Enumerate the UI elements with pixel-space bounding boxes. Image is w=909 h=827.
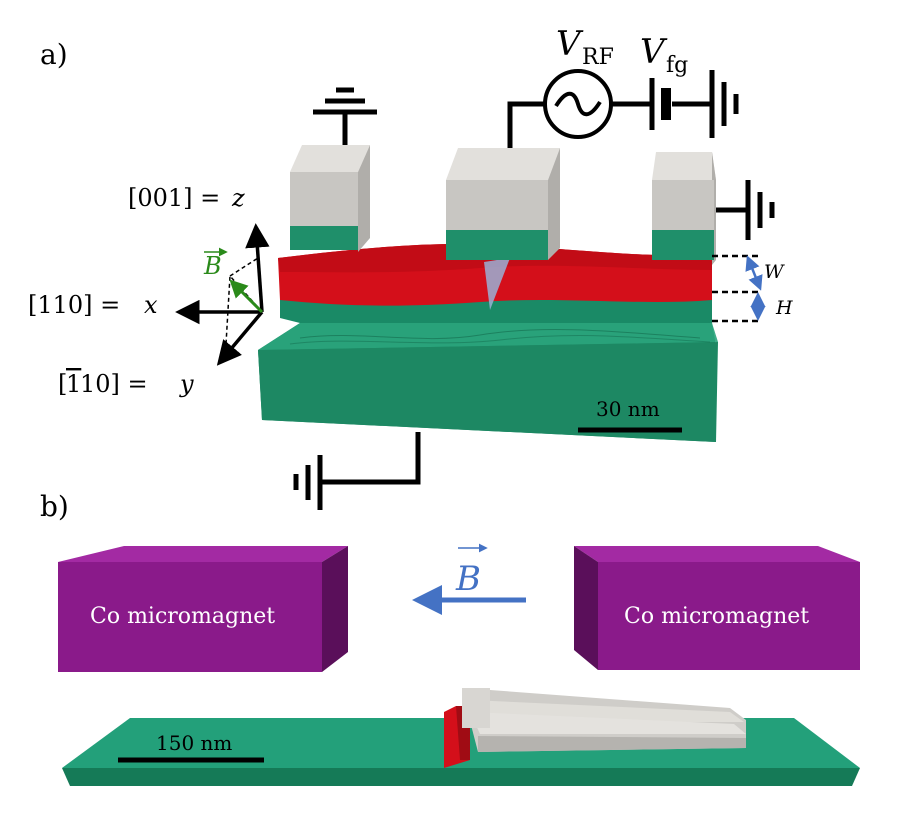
rf-source-symbol <box>543 69 613 139</box>
quantum-dot <box>484 258 510 310</box>
axis-y-var: y <box>179 370 194 398</box>
fg-battery-symbol <box>649 78 671 130</box>
gate-fingers-b <box>462 688 746 752</box>
rf-wire <box>507 101 712 148</box>
micromagnet-left-label: Co micromagnet <box>90 604 275 629</box>
w-dimension-arrow <box>745 255 763 291</box>
substrate-block <box>258 323 718 442</box>
ground-top-left <box>313 87 377 145</box>
field-vector-a-label: B <box>203 252 222 280</box>
gate-left <box>290 145 370 252</box>
axis-x-label: [110] = <box>28 291 120 319</box>
micromagnet-right-label: Co micromagnet <box>624 604 809 629</box>
scale-bar-a-label: 30 nm <box>596 397 660 421</box>
micromagnet-right <box>574 546 860 670</box>
gate-right <box>652 152 716 265</box>
scale-bar-b-label: 150 nm <box>156 731 232 755</box>
field-vector-b-label: B <box>455 559 481 599</box>
dimension-lines <box>712 254 758 323</box>
vfg-subscript: fg <box>666 53 688 78</box>
height-label: H <box>775 297 793 319</box>
axis-y-bar-digit: 1 <box>66 370 81 398</box>
ground-top-right <box>709 70 739 138</box>
ground-right <box>716 180 775 240</box>
panel-a-label: a) <box>40 38 68 71</box>
vrf-label: V <box>556 24 584 64</box>
vrf-subscript: RF <box>582 45 614 70</box>
axis-z-var: z <box>231 184 245 212</box>
axis-y-open: [ <box>58 370 67 398</box>
vfg-label: V <box>640 32 668 72</box>
crystal-axes <box>175 223 270 366</box>
axis-z-label: [001] = <box>128 184 220 212</box>
gate-center <box>446 148 560 260</box>
ground-bottom <box>293 432 421 510</box>
micromagnet-left <box>58 546 348 672</box>
axis-y-label: 10] = <box>80 370 148 398</box>
axis-x-var: x <box>144 291 158 319</box>
width-label: W <box>764 261 785 283</box>
panel-b-label: b) <box>40 490 69 523</box>
